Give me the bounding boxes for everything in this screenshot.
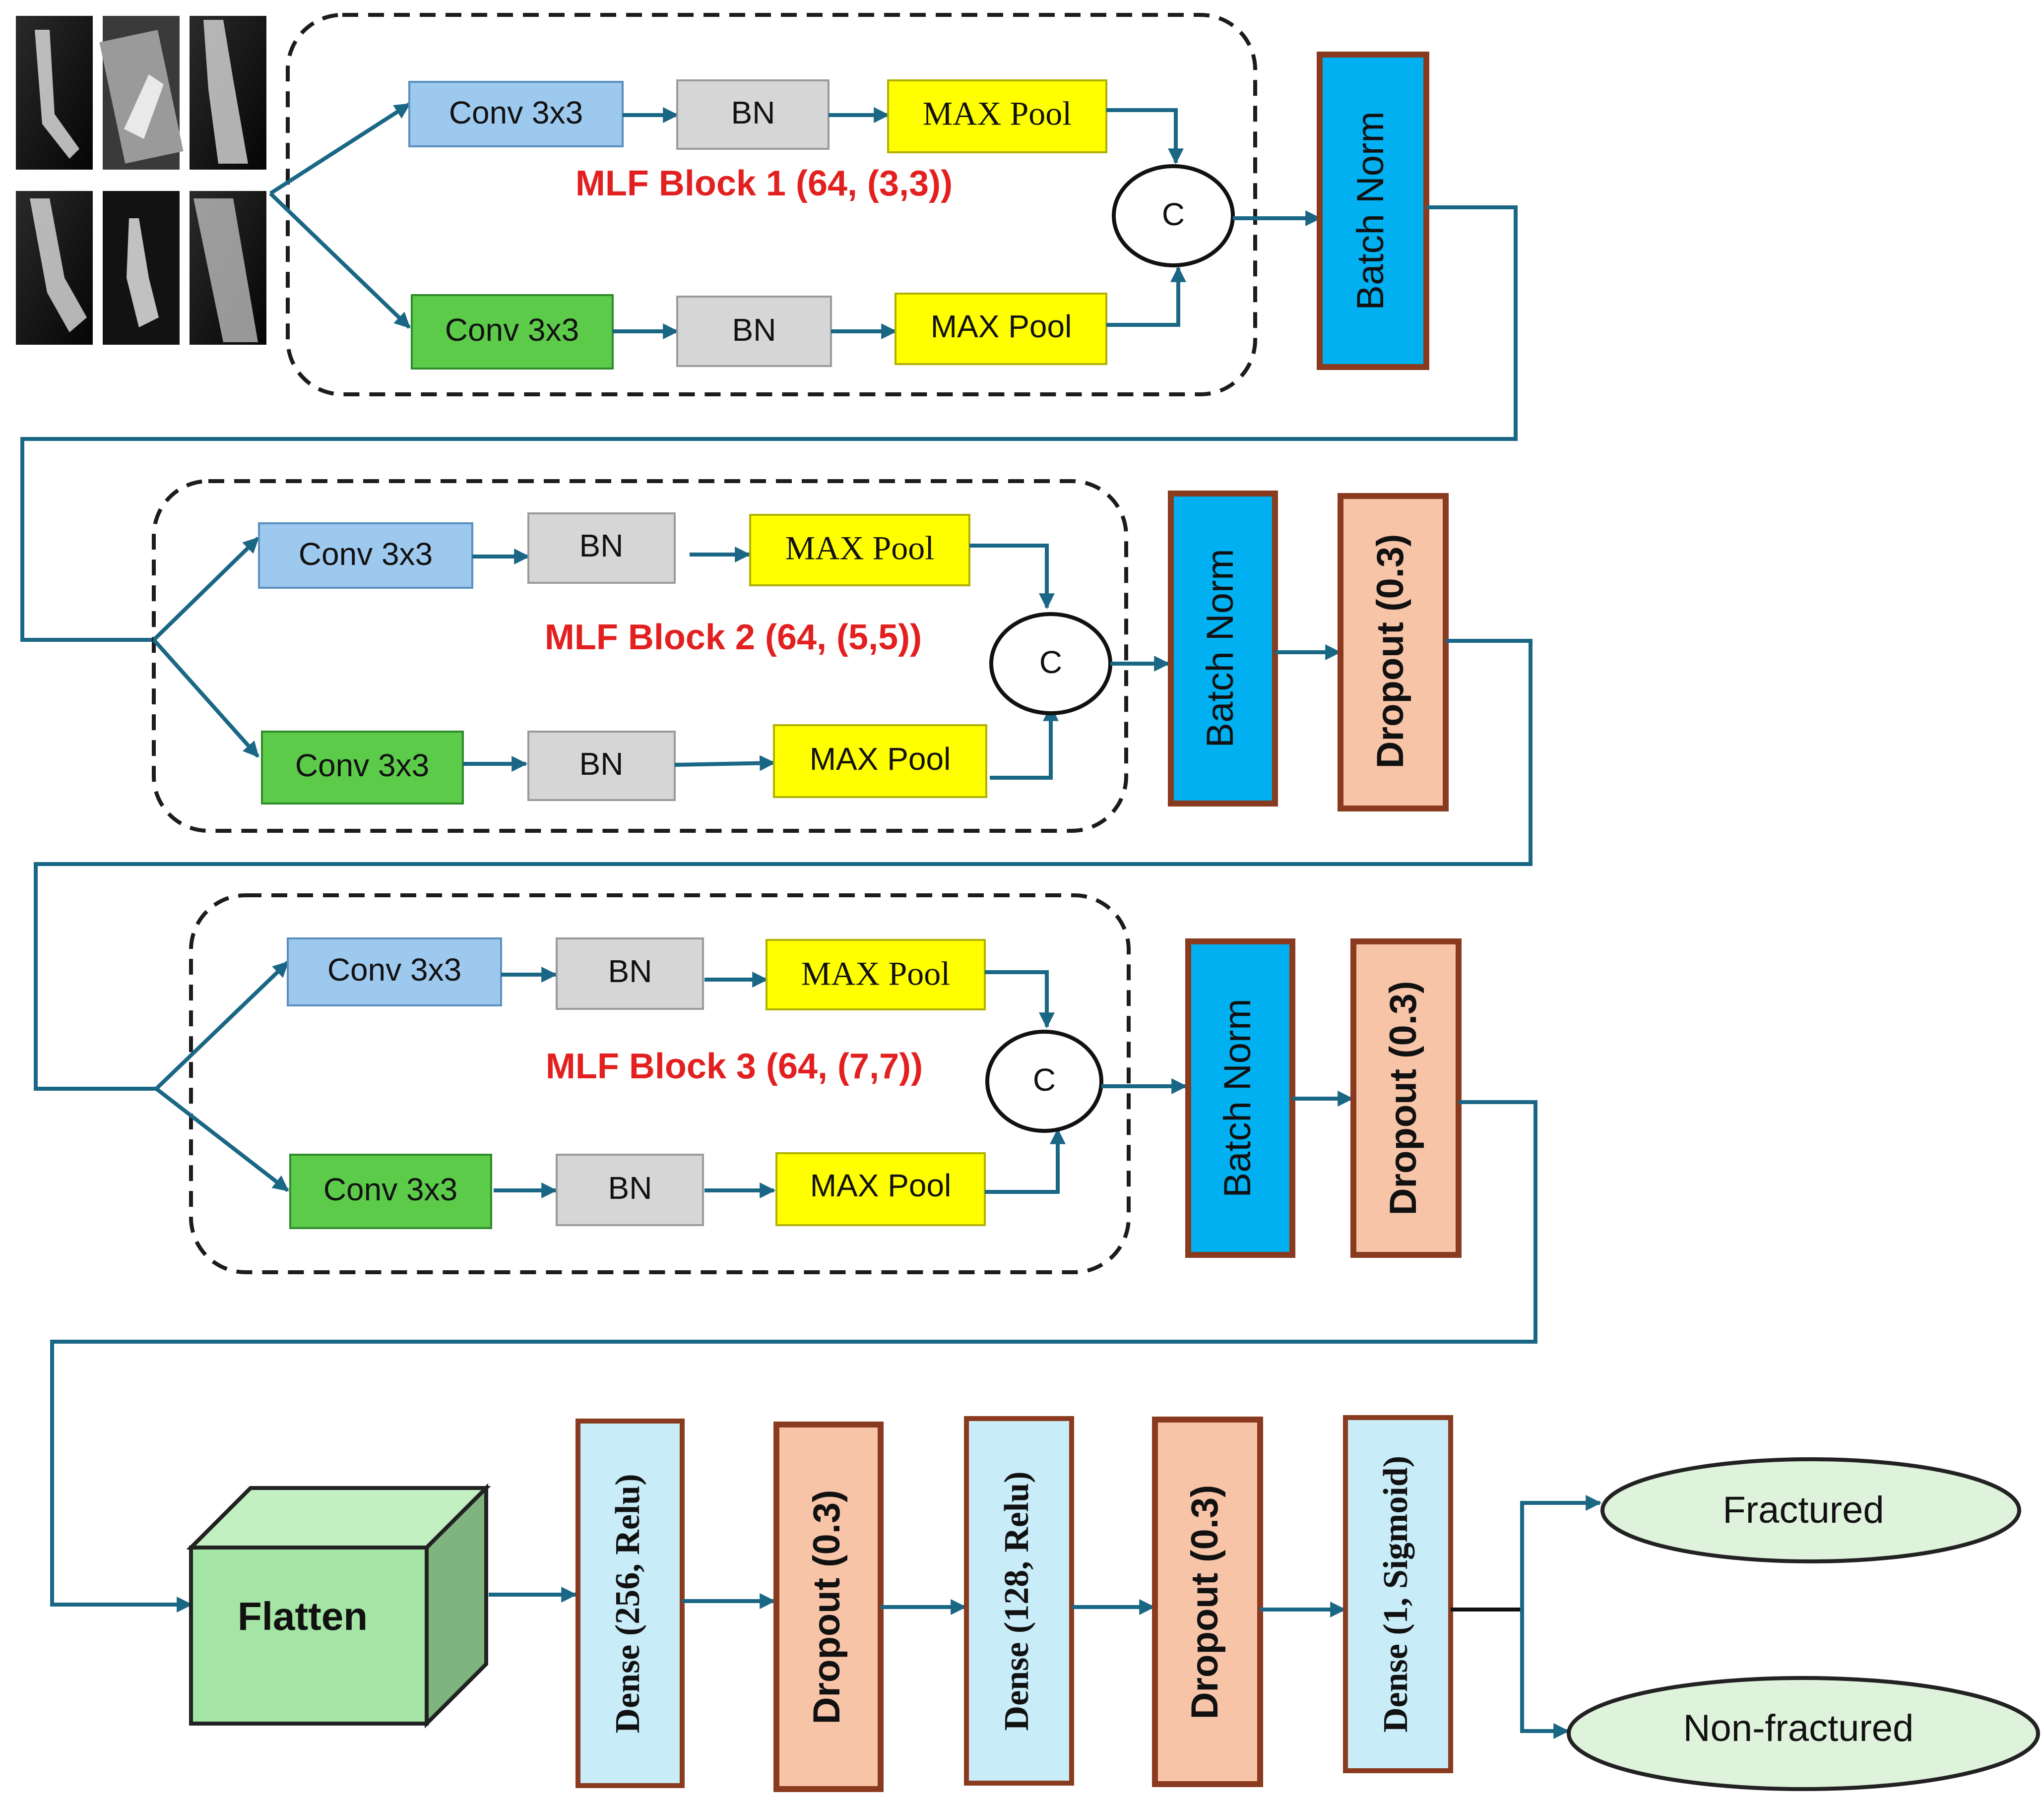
- batch-norm-label: Batch Norm: [1199, 549, 1241, 747]
- bn-box: [556, 937, 704, 1010]
- dropout-label: Dropout (0.3): [1382, 981, 1424, 1216]
- maxpool-label: MAX Pool: [931, 309, 1072, 344]
- bn-label: BN: [579, 528, 624, 563]
- bn-label: BN: [579, 746, 624, 782]
- conv-label: Conv 3x3: [449, 95, 583, 130]
- batch-norm-label: Batch Norm: [1349, 111, 1392, 310]
- xray-thumbnail: [99, 16, 184, 170]
- dropout-label: Dropout (0.3): [1369, 534, 1411, 769]
- dropout-box: [1338, 493, 1449, 811]
- maxpool-box: [773, 724, 987, 798]
- flatten-cube: Flatten: [186, 1483, 491, 1729]
- conv-box: [258, 522, 473, 589]
- output-fractured: [1600, 1457, 2021, 1563]
- concat-node: [1112, 164, 1235, 267]
- xray-thumbnail: [16, 191, 93, 345]
- concat-node: [985, 1030, 1103, 1133]
- dropout-box: [1152, 1417, 1263, 1787]
- dropout-label: Dropout (0.3): [806, 1490, 848, 1725]
- mlf-block-3: Conv 3x3 BN MAX Pool MLF Block 3 (64, (7…: [155, 893, 1462, 1274]
- bn-label: BN: [608, 1170, 652, 1206]
- maxpool-label: MAX Pool: [785, 529, 934, 567]
- block-2-frame: [152, 479, 1128, 833]
- conv-box: [261, 731, 464, 805]
- maxpool-label: MAX Pool: [923, 95, 1072, 132]
- xray-thumbnail: [190, 191, 266, 345]
- mlf-block-2: Conv 3x3 BN MAX Pool MLF Block 2 (64, (5…: [152, 479, 1449, 833]
- maxpool-label: MAX Pool: [801, 955, 950, 993]
- dense-box: [1343, 1415, 1453, 1773]
- maxpool-box: [894, 293, 1107, 365]
- batch-norm-box: [1168, 491, 1278, 806]
- concat-label: C: [1033, 1062, 1056, 1098]
- bn-label: BN: [608, 953, 652, 989]
- classifier-head: Flatten Dense (256, Relu) Dropout (0.3) …: [186, 1415, 2040, 1792]
- batch-norm-box: [1185, 938, 1295, 1258]
- input-xray-images: [16, 16, 266, 345]
- dense-label: Dense (128, Relu): [998, 1472, 1036, 1731]
- output-non-fractured: [1567, 1676, 2040, 1791]
- block-3-title: MLF Block 3 (64, (7,7)): [546, 1047, 923, 1086]
- block-3-frame: [189, 893, 1131, 1274]
- dropout-box: [773, 1422, 884, 1792]
- dropout-box: [1350, 938, 1462, 1258]
- block-2-title: MLF Block 2 (64, (5,5)): [545, 618, 922, 657]
- maxpool-box: [887, 79, 1107, 153]
- conv-box: [411, 294, 614, 370]
- maxpool-label: MAX Pool: [810, 741, 951, 777]
- flatten-label: Flatten: [238, 1594, 368, 1638]
- conv-label: Conv 3x3: [295, 747, 429, 783]
- bn-label: BN: [732, 312, 776, 348]
- dense-box: [964, 1416, 1074, 1786]
- maxpool-box: [749, 514, 970, 586]
- dense-label: Dense (256, Relu): [609, 1474, 647, 1734]
- batch-norm-label: Batch Norm: [1216, 998, 1259, 1197]
- xray-thumbnail: [190, 16, 266, 170]
- output-label: Fractured: [1723, 1489, 1884, 1531]
- bn-box: [527, 512, 676, 584]
- xray-thumbnail: [103, 191, 180, 345]
- maxpool-label: MAX Pool: [810, 1168, 952, 1203]
- concat-label: C: [1039, 644, 1062, 680]
- conv-box: [287, 937, 502, 1006]
- mlf-block-1: Conv 3x3 BN MAX Pool MLF Block 1 (64, (3…: [269, 13, 1429, 396]
- xray-thumbnail: [16, 16, 93, 170]
- conv-label: Conv 3x3: [327, 952, 461, 988]
- bn-box: [676, 296, 832, 367]
- conv-label: Conv 3x3: [323, 1172, 457, 1207]
- bn-box: [556, 1154, 704, 1226]
- dense-box: [575, 1419, 685, 1788]
- block-1-title: MLF Block 1 (64, (3,3)): [575, 164, 953, 203]
- bn-box: [527, 731, 676, 801]
- concat-label: C: [1162, 196, 1185, 232]
- conv-box: [408, 81, 624, 147]
- batch-norm-box: [1317, 52, 1429, 370]
- output-label: Non-fractured: [1683, 1707, 1914, 1749]
- conv-box: [289, 1154, 492, 1229]
- bn-label: BN: [731, 95, 775, 130]
- conv-label: Conv 3x3: [445, 312, 579, 348]
- bn-box: [676, 79, 830, 150]
- maxpool-box: [766, 939, 986, 1010]
- conv-label: Conv 3x3: [299, 536, 433, 572]
- dense-label: Dense (1, Sigmoid): [1377, 1456, 1415, 1733]
- block-1-frame: [286, 13, 1257, 396]
- dropout-label: Dropout (0.3): [1184, 1485, 1226, 1720]
- maxpool-box: [775, 1152, 986, 1226]
